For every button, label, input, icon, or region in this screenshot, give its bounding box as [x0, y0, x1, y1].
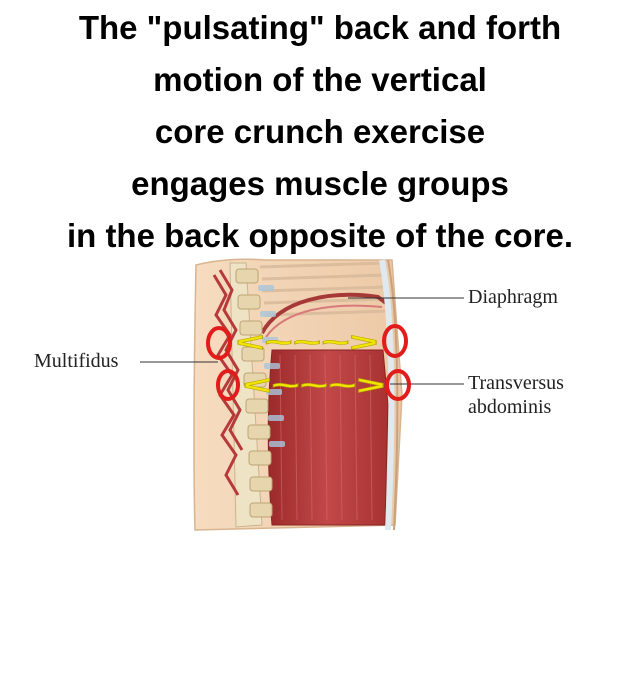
headline-line-3: core crunch exercise [154, 113, 486, 150]
headline-line-2: motion of the vertical [153, 61, 487, 98]
pulse-arrow-lower: <~~~> [243, 370, 385, 400]
transversus-muscle [267, 349, 389, 526]
pulse-arrow-upper: <~~~> [236, 327, 378, 357]
headline-line-5: in the back opposite of the core. [66, 217, 574, 254]
rib-cage [259, 261, 389, 317]
label-multifidus: Multifidus [34, 350, 119, 372]
anatomy-figure: <~~~> <~~~> Diaphragm Multifidus Transve… [0, 255, 640, 545]
abdominal-wall [379, 259, 395, 531]
pulse-arrows: <~~~> <~~~> [236, 327, 386, 401]
multifidus-muscle [212, 269, 244, 496]
spine [229, 262, 285, 528]
label-transversus-line-1: Transversus [468, 372, 564, 394]
headline-line-4: engages muscle groups [131, 165, 509, 202]
label-diaphragm: Diaphragm [468, 286, 558, 308]
marker-circle-upper-right [382, 324, 408, 358]
headline-line-1: The "pulsating" back and forth [78, 9, 562, 46]
diaphragm-dome [260, 292, 388, 335]
anatomy-illustration: <~~~> <~~~> [140, 258, 464, 531]
marker-circles [206, 324, 411, 401]
marker-circle-upper-left [206, 326, 232, 360]
headline: The "pulsating" back and forth motion of… [0, 2, 640, 262]
marker-circle-lower-right [385, 369, 411, 401]
label-transversus-line-2: abdominis [468, 396, 552, 418]
marker-circle-lower-left [216, 369, 240, 401]
